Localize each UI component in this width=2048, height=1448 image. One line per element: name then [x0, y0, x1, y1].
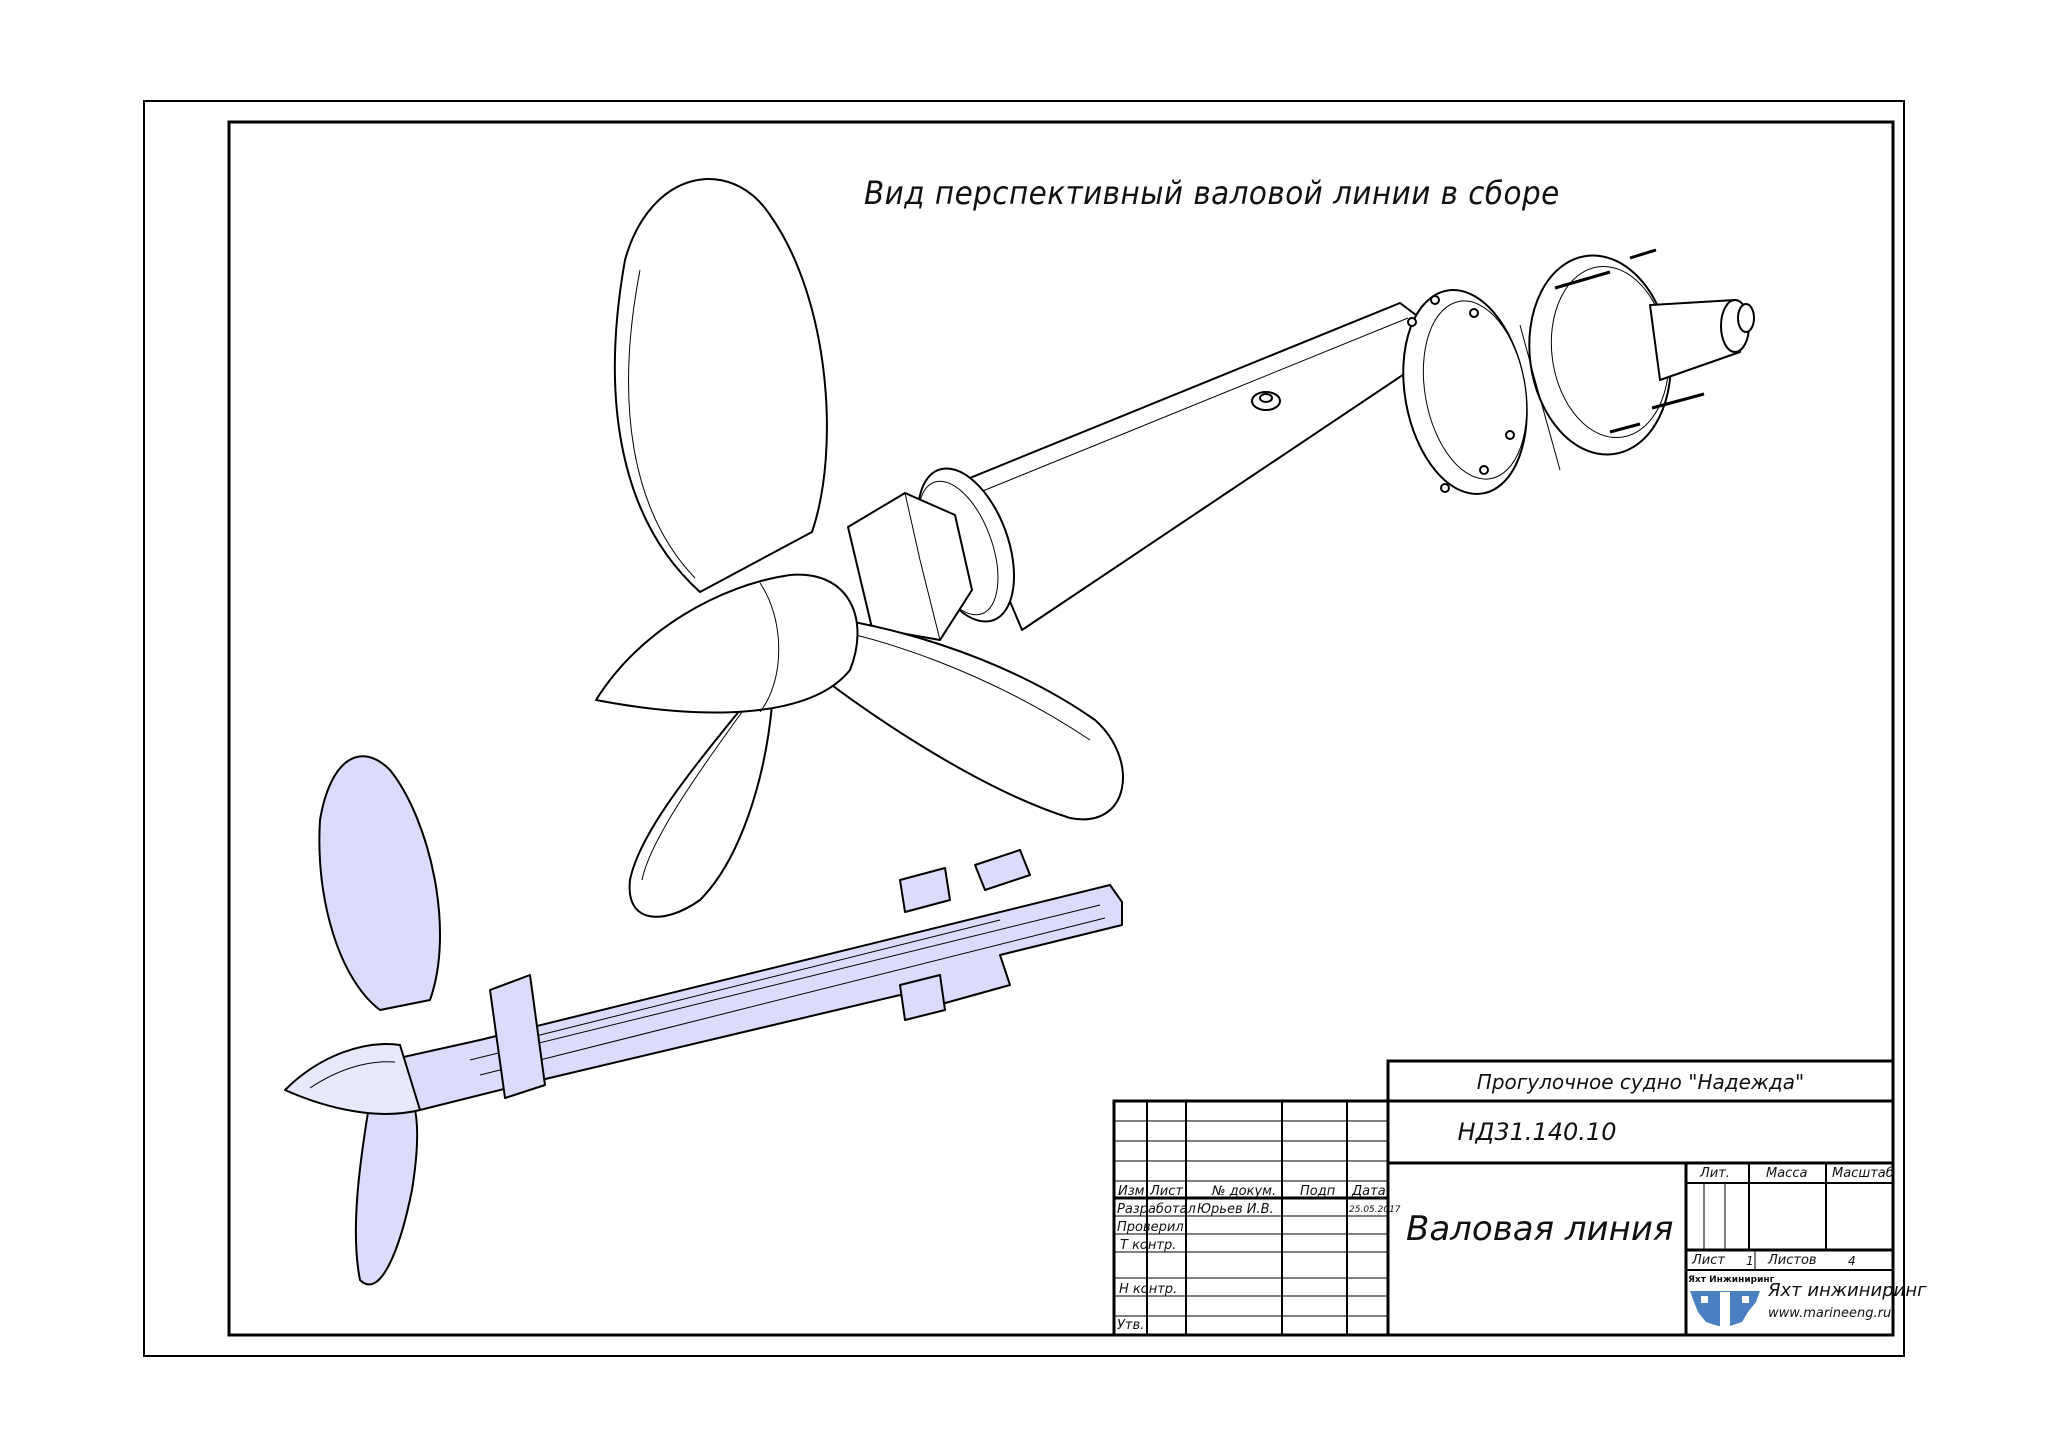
shaft-end [1649, 299, 1741, 381]
header-list: Лист [1150, 1184, 1183, 1199]
blade-upper [613, 178, 828, 593]
company-site: www.marineeng.ru [1768, 1306, 1892, 1321]
section-blade-lower [354, 1094, 419, 1286]
developer-name: Юрьев И.В. [1197, 1202, 1274, 1217]
section-flange-aft [899, 867, 951, 913]
logo-text: Яхт Инжиниринг [1688, 1275, 1775, 1285]
stern-tube [959, 302, 1453, 631]
role-developed: Разработал [1117, 1202, 1196, 1217]
role-checked: Проверил [1117, 1220, 1184, 1235]
sheet-label: Лист [1692, 1253, 1725, 1268]
sheets-label: Листов [1768, 1253, 1817, 1268]
section-shaft [344, 884, 1123, 1111]
drawing-designation: НД31.140.10 [1457, 1118, 1617, 1146]
lit-label: Лит. [1700, 1166, 1730, 1181]
header-doc-no: № докум. [1212, 1184, 1277, 1199]
role-approved: Утв. [1117, 1318, 1145, 1333]
section-cone [284, 1043, 421, 1115]
prop-hub-cone [595, 573, 859, 714]
sheets-value: 4 [1848, 1254, 1856, 1268]
role-n-control: Н контр. [1119, 1282, 1178, 1297]
mass-label: Масса [1766, 1166, 1808, 1181]
header-sign: Подп [1300, 1184, 1336, 1199]
role-t-control: Т контр. [1120, 1238, 1177, 1253]
develop-date: 25.05.2017 [1349, 1205, 1401, 1215]
header-date: Дата [1352, 1184, 1386, 1199]
company-logo [1690, 1291, 1760, 1326]
part-name: Валовая линия [1406, 1209, 1674, 1249]
company-name: Яхт инжиниринг [1768, 1280, 1927, 1301]
section-blade-upper [318, 755, 441, 1011]
blade-lower [628, 699, 773, 918]
title-block-lines [1112, 1059, 1895, 1337]
section-view [284, 755, 1123, 1286]
perspective-view [595, 178, 1755, 918]
inner-frame [227, 120, 1895, 1337]
project-name: Прогулочное судно "Надежда" [1476, 1070, 1805, 1094]
view-caption: Вид перспективный валовой линии в сборе [864, 174, 1560, 212]
section-flange-front [489, 974, 546, 1099]
outer-frame [143, 100, 1905, 1357]
scale-label: Масштаб [1832, 1166, 1894, 1181]
sheet-value: 1 [1746, 1254, 1754, 1268]
header-izm: Изм [1118, 1184, 1145, 1199]
